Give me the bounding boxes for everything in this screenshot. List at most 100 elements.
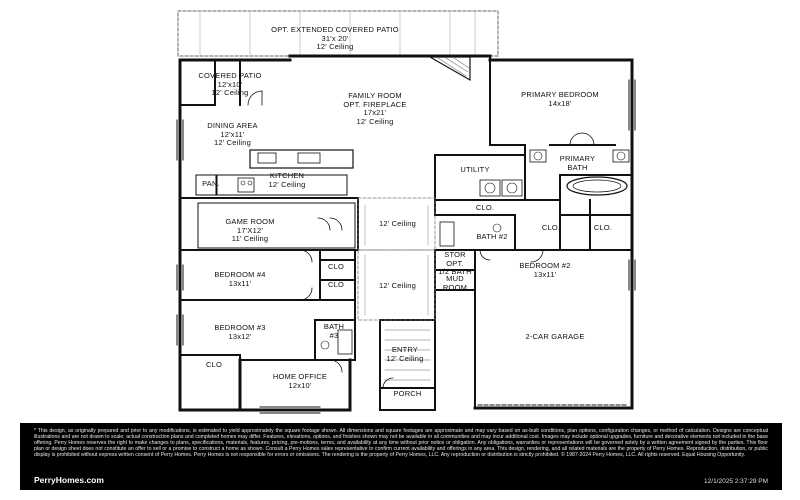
- clo-b4a-title: CLO: [327, 262, 345, 271]
- entry-ceiling: 12' Ceiling: [386, 353, 424, 363]
- family-room-label: FAMILY ROOM OPT. FIREPLACE 17x21' 12' Ce…: [320, 91, 430, 126]
- entry-title: ENTRY: [391, 345, 419, 354]
- clo-b4b-label: CLO: [320, 280, 352, 290]
- bedroom3-title: BEDROOM #3: [214, 323, 266, 332]
- fireplace: [427, 56, 471, 82]
- pantry: [195, 174, 217, 196]
- vanity-sink-2: [612, 149, 630, 163]
- bath3-label: BATH #3: [316, 322, 352, 340]
- bath2-tub: [439, 221, 455, 247]
- kitchen-sink: [257, 152, 277, 164]
- washer: [479, 179, 501, 197]
- floor-plan-drawing: [176, 10, 636, 414]
- mud-room-subtitle: ROOM: [442, 282, 468, 292]
- disclaimer-panel: * This design, as originally prepared an…: [20, 423, 782, 490]
- foyer-ceiling-label: 12' Ceiling: [360, 281, 435, 291]
- bath3-title: BATH: [323, 322, 345, 331]
- clo-right-title: CLO.: [593, 223, 613, 232]
- hall-ceiling-text: 12' Ceiling: [379, 219, 416, 228]
- clo-right-label: CLO.: [588, 223, 618, 233]
- clo-bath2-title: CLO.: [541, 223, 561, 232]
- home-office-size: 12x10': [288, 380, 312, 390]
- bedroom3-size: 13x12': [228, 331, 252, 341]
- mud-room-label: MUD ROOM: [436, 274, 474, 292]
- kitchen-title: KITCHEN: [269, 171, 305, 180]
- foyer-area: [357, 249, 436, 321]
- dining-area-ceiling: 12' Ceiling: [214, 138, 251, 147]
- timestamp: 12/1/2025 2:37:29 PM: [704, 478, 768, 485]
- windows: [176, 79, 636, 414]
- porch-title: PORCH: [393, 389, 422, 398]
- door-swings: [247, 90, 595, 389]
- foyer-ceiling-text: 12' Ceiling: [379, 281, 416, 290]
- clo-b4b-title: CLO: [327, 280, 345, 289]
- hall-area: [357, 197, 436, 251]
- ext-patio-title: OPT. EXTENDED COVERED PATIO: [271, 25, 399, 34]
- pantry-label: PAN.: [197, 179, 225, 189]
- game-room-size: 17'X12': [237, 225, 263, 235]
- utility-title: UTILITY: [460, 165, 490, 174]
- dryer: [501, 179, 523, 197]
- floor-plan: OPT. EXTENDED COVERED PATIO 31'x 20' 12'…: [176, 10, 636, 414]
- game-room-outline: [197, 202, 356, 249]
- stor-title: STOR: [444, 250, 466, 259]
- hall-ceiling-label: 12' Ceiling: [360, 219, 435, 229]
- primary-bath-label: PRIMARY BATH: [545, 154, 610, 172]
- dishwasher: [297, 152, 321, 164]
- mud-room-title: MUD: [446, 274, 464, 283]
- bedroom2-label: BEDROOM #2 13x11': [500, 261, 590, 279]
- primary-bath-title: PRIMARY: [559, 154, 596, 163]
- bath3-tub: [337, 329, 353, 355]
- bath3-number: #3: [329, 330, 339, 340]
- family-room-title: FAMILY ROOM: [348, 91, 402, 100]
- dining-area-label: DINING AREA 12'x11' 12' Ceiling: [190, 121, 275, 148]
- primary-bedroom-size: 14x18': [548, 98, 572, 108]
- pantry-title: PAN.: [202, 179, 220, 188]
- bedroom3-label: BEDROOM #3 13x12': [200, 323, 280, 341]
- clo-b3-title: CLO: [205, 360, 223, 369]
- porch-label: PORCH: [380, 389, 435, 399]
- primary-bedroom-label: PRIMARY BEDROOM 14x18': [490, 90, 630, 108]
- ext-patio-label: OPT. EXTENDED COVERED PATIO 31'x 20' 12'…: [215, 25, 455, 52]
- family-room-option: OPT. FIREPLACE: [343, 99, 407, 109]
- brand-link[interactable]: PerryHomes.com: [34, 475, 104, 485]
- kitchen-ceiling: 12' Ceiling: [268, 179, 306, 189]
- covered-patio-ceiling: 12' Ceiling: [211, 88, 249, 97]
- stor-half-bath: 1/2 BATH: [438, 267, 472, 276]
- kitchen-island: [249, 149, 354, 169]
- kitchen-label: KITCHEN 12' Ceiling: [252, 171, 322, 189]
- clo-utility-label: CLO.: [470, 203, 500, 213]
- covered-patio-title: COVERED PATIO: [198, 71, 262, 80]
- bath2-label: BATH #2: [462, 232, 522, 242]
- bath2-title: BATH #2: [476, 232, 508, 241]
- garage-label: 2-CAR GARAGE: [480, 332, 630, 342]
- bathtub: [566, 176, 628, 196]
- disclaimer-text: * This design, as originally prepared an…: [34, 428, 768, 459]
- bedroom2-size: 13x11': [533, 269, 557, 279]
- game-room-ceiling: 11' Ceiling: [231, 234, 269, 243]
- kitchen-counter: [216, 174, 348, 196]
- stor-label: STOR OPT. 1/2 BATH: [435, 250, 475, 277]
- covered-patio-size: 12'x10': [217, 79, 243, 89]
- primary-bedroom-title: PRIMARY BEDROOM: [521, 90, 599, 99]
- clo-bath2-label: CLO.: [536, 223, 566, 233]
- exterior-walls: [178, 54, 634, 412]
- vanity-sink-1: [529, 149, 547, 163]
- ext-patio-size: 31'x 20': [321, 33, 349, 43]
- ext-patio-ceiling: 12' Ceiling: [316, 42, 354, 51]
- clo-b3-label: CLO: [196, 360, 232, 370]
- range: [237, 177, 255, 193]
- garage-title: 2-CAR GARAGE: [525, 332, 585, 341]
- bedroom4-title: BEDROOM #4: [214, 270, 266, 279]
- dining-area-title: DINING AREA: [207, 121, 258, 130]
- primary-bath-subtitle: BATH: [567, 162, 588, 172]
- family-room-size: 17x21': [363, 108, 387, 117]
- bedroom2-title: BEDROOM #2: [519, 261, 571, 270]
- bedroom4-size: 13x11': [228, 278, 252, 288]
- utility-label: UTILITY: [450, 165, 500, 175]
- entry-label: ENTRY 12' Ceiling: [375, 345, 435, 363]
- stor-option: OPT.: [446, 258, 464, 268]
- family-room-ceiling: 12' Ceiling: [356, 116, 394, 126]
- home-office-title: HOME OFFICE: [272, 372, 328, 381]
- clo-b4a-label: CLO: [320, 262, 352, 272]
